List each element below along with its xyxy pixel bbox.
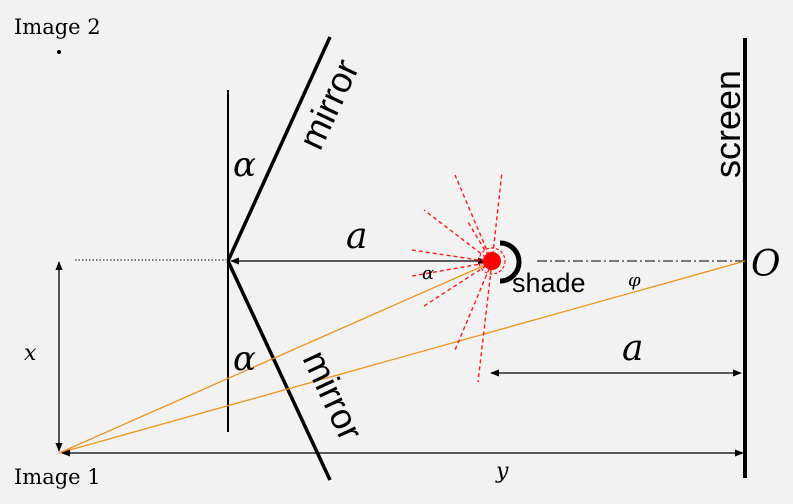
label-a-right: a <box>622 328 643 369</box>
label-alpha-lower: α <box>233 339 256 379</box>
label-image1: Image 1 <box>14 465 101 489</box>
image2-point <box>57 50 61 54</box>
label-alpha-small: α <box>422 263 434 284</box>
label-alpha-upper: α <box>233 145 256 185</box>
label-mirror-upper: mirror <box>290 53 367 156</box>
mirror-upper <box>226 36 332 262</box>
label-y: y <box>495 459 509 484</box>
mirror-lower <box>226 260 332 481</box>
ray-to-source <box>58 261 493 454</box>
ray-to-origin <box>58 260 746 454</box>
shade <box>499 240 522 284</box>
label-image2: Image 2 <box>14 15 101 39</box>
light-source <box>483 252 501 270</box>
light-source-ring <box>478 247 506 275</box>
label-phi: φ <box>628 270 641 291</box>
label-x: x <box>24 341 37 366</box>
label-shade: shade <box>512 268 586 298</box>
label-origin: O <box>751 244 781 285</box>
label-a-left: a <box>346 216 367 257</box>
label-screen: screen <box>707 70 748 178</box>
